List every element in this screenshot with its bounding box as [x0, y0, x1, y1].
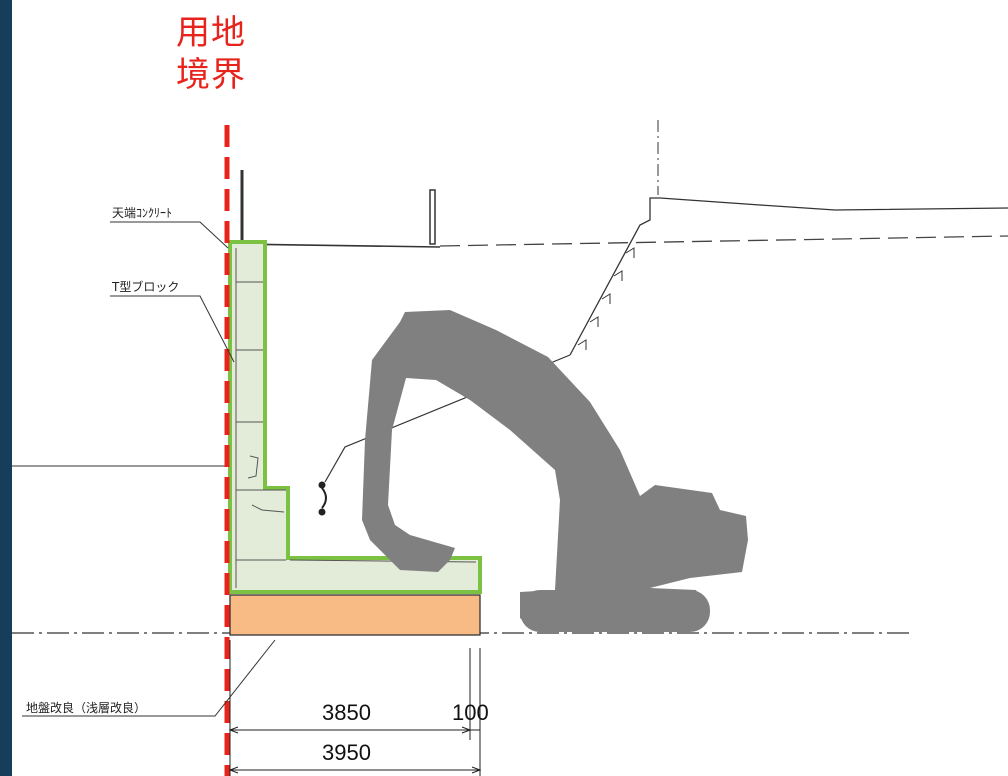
excavator-silhouette — [362, 310, 748, 632]
t-type-block-wall — [228, 240, 482, 594]
block-joints — [235, 248, 477, 588]
boundary-label-line2: 境界 — [176, 55, 246, 95]
dimension-lines — [228, 640, 482, 776]
dimension-3950: 3950 — [322, 740, 371, 765]
dimension-100: 100 — [452, 700, 489, 725]
dimension-3850: 3850 — [322, 700, 371, 725]
slope-protection-ticks — [577, 247, 635, 350]
hook-curve — [321, 487, 327, 509]
ground-improvement-leader — [22, 639, 276, 717]
site-boundary-label: 用地 境界 — [176, 12, 246, 96]
hook-mark — [318, 481, 326, 516]
t-block-leader — [110, 295, 235, 363]
slide-edge-strip — [0, 0, 12, 776]
crown-concrete-label: 天端ｺﾝｸﾘｰﾄ — [112, 206, 172, 220]
future-surface-dashed — [439, 235, 1008, 247]
t-block-label: T型ブロック — [111, 279, 179, 294]
ground-improvement-label: 地盤改良（浅層改良） — [26, 700, 146, 715]
road-surface-line — [235, 243, 441, 248]
upper-embankment — [569, 197, 1008, 356]
crown-concrete-leader — [110, 221, 229, 249]
boundary-label-line1: 用地 — [176, 13, 246, 53]
railing-post-mid — [429, 189, 436, 245]
ground-improvement-block — [229, 594, 481, 636]
